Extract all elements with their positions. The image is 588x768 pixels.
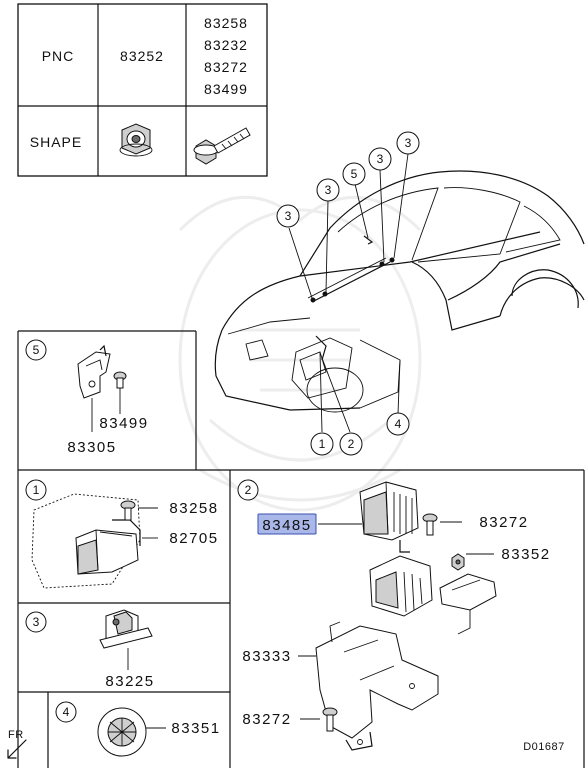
table-pnc-col2-4: 83499 (204, 81, 248, 97)
table-pnc-col1: 83252 (120, 48, 164, 64)
panel-1: 1 83258 82705 (25, 479, 218, 589)
panel-2-part-83352: 83352 (501, 546, 550, 563)
panel-4-part-83351: 83351 (171, 720, 220, 737)
panel-2-part-83272-lower: 83272 (242, 711, 291, 728)
panel-3: 3 83225 (25, 609, 154, 690)
panel-5-tag: 5 (33, 343, 40, 357)
panel-2-part-83485: 83485 (262, 517, 311, 534)
callout-3-c-label: 3 (377, 152, 384, 166)
diagram-code: D01687 (523, 741, 565, 753)
detail-panels-frame (17, 330, 585, 768)
panel-2-part-83272-upper: 83272 (479, 514, 528, 531)
ecu-module-icon (31, 493, 141, 589)
nut-83352-icon (451, 553, 465, 571)
callout-3-c: 3 (368, 147, 392, 171)
callout-3-d: 3 (396, 131, 420, 155)
table-pnc-label: PNC (42, 48, 75, 64)
table-shape-label: SHAPE (30, 134, 82, 150)
grommet-icon (97, 707, 147, 757)
panel-4: 4 83351 (55, 701, 220, 757)
bolt-83499-icon (113, 371, 127, 389)
callout-5: 5 (342, 162, 366, 186)
callout-4-label: 4 (395, 417, 402, 431)
panel-4-tag: 4 (63, 705, 70, 719)
highlight-box (257, 513, 317, 535)
callout-5-label: 5 (351, 167, 358, 181)
panel-2-tag: 2 (245, 483, 252, 497)
table-pnc-col2-2: 83232 (204, 37, 248, 53)
bolt-83258-icon (120, 500, 136, 521)
panel-3-tag: 3 (33, 615, 40, 629)
callout-4: 4 (386, 412, 410, 436)
highlighted-part-83485[interactable]: 83485 (257, 513, 317, 535)
callout-3-b: 3 (316, 178, 340, 202)
vehicle-outline (214, 170, 585, 413)
callout-3-d-label: 3 (405, 136, 412, 150)
bracket-83333-icon (315, 555, 497, 751)
fr-label: FR (8, 729, 24, 741)
watermark (178, 195, 422, 512)
callout-3-a: 3 (276, 204, 300, 228)
washer-nozzle-icon (99, 609, 153, 649)
panel-2: 2 83485 83272 83352 (237, 479, 550, 751)
panel-1-part-83258: 83258 (169, 500, 218, 517)
flange-bolt-shape-icon (193, 127, 251, 165)
bolt-83272-lower-icon (322, 707, 338, 732)
pnc-shape-table: PNC SHAPE 83252 83258 83232 83272 83499 (17, 3, 268, 177)
wiper-bracket-icon (77, 344, 111, 399)
panel-5-part-83305: 83305 (67, 439, 116, 456)
bolt-83272-upper-icon (422, 513, 438, 536)
table-pnc-col2-1: 83258 (204, 15, 248, 31)
callout-2-label: 2 (348, 437, 355, 451)
callout-1-label: 1 (319, 437, 326, 451)
callout-3-b-label: 3 (325, 183, 332, 197)
callout-leaders (288, 153, 409, 433)
front-direction-indicator: FR (7, 729, 27, 759)
callout-2: 2 (339, 432, 363, 456)
panel-1-tag: 1 (33, 483, 40, 497)
callout-3-a-label: 3 (285, 209, 292, 223)
table-pnc-col2-3: 83272 (204, 59, 248, 75)
flange-nut-shape-icon (119, 123, 153, 157)
panel-5: 5 83499 83305 (25, 339, 148, 456)
panel-2-part-83333: 83333 (242, 648, 291, 665)
panel-5-part-83499: 83499 (99, 415, 148, 432)
panel-3-part-83225: 83225 (105, 673, 154, 690)
control-unit-83485-icon (359, 481, 419, 553)
callout-1: 1 (310, 432, 334, 456)
panel-1-part-82705: 82705 (169, 530, 218, 547)
